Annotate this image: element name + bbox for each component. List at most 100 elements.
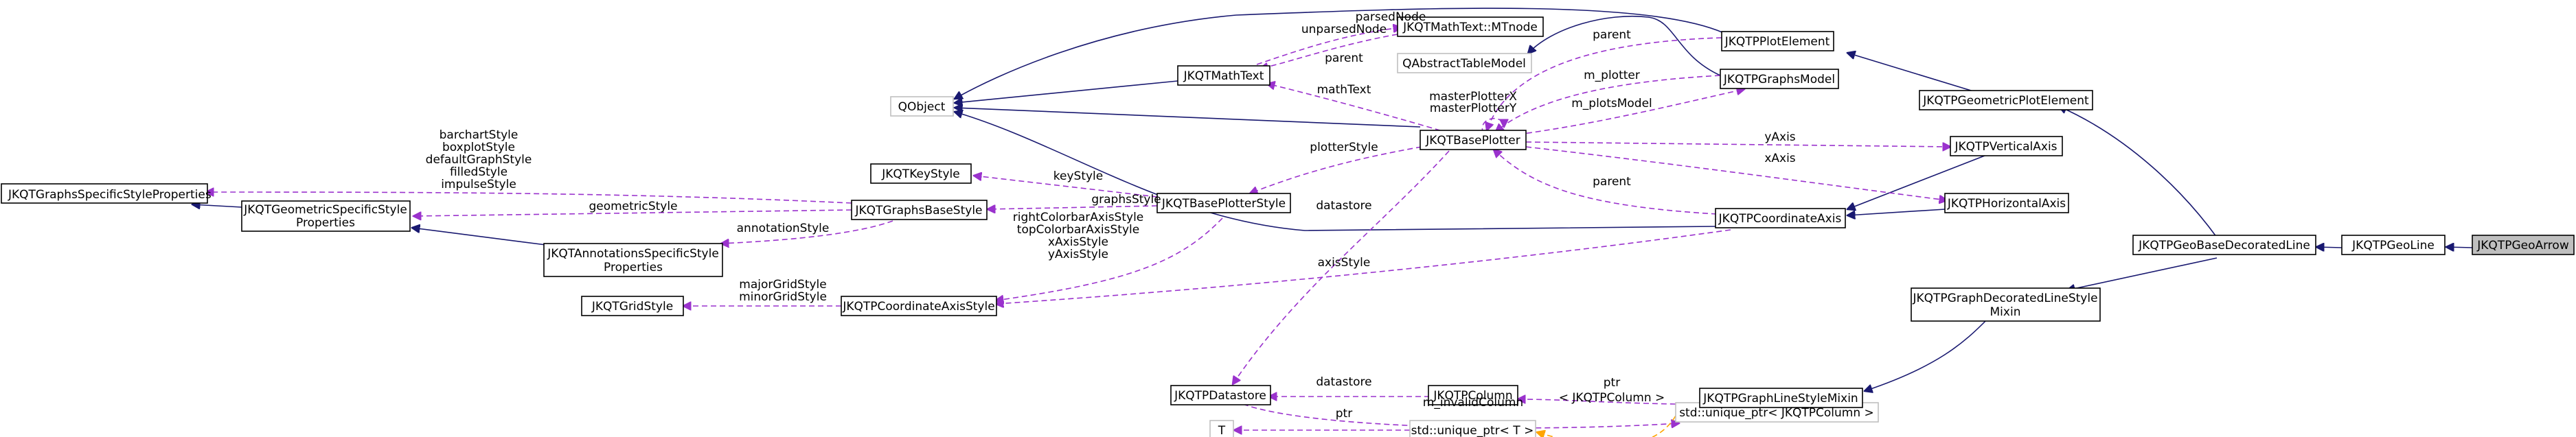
node-jkqtgraphsbasestyle[interactable]: JKQTGraphsBaseStyle <box>851 200 988 220</box>
edge-label: datastore <box>1316 375 1371 389</box>
node-jkqtpplotelement[interactable]: JKQTPPlotElement <box>1721 31 1834 51</box>
node-label: JKQTPGeoBaseDecoratedLine <box>2138 239 2310 252</box>
node-jkqtgraphsspecificstyleproperties[interactable]: JKQTGraphsSpecificStyleProperties <box>1 183 212 204</box>
edge-label: axisStyle <box>1318 256 1371 270</box>
edge-label: ptr <box>1336 407 1352 421</box>
edge-annotationsstyle-inherits-geometricstyle <box>412 228 547 246</box>
edge-label: yAxisStyle <box>1048 248 1108 261</box>
edge-verticalaxis-inherits-coordinateaxis <box>1847 154 1989 209</box>
node-t[interactable]: T <box>1209 420 1234 437</box>
node-label: JKQTPDatastore <box>1174 389 1266 403</box>
node-label-line2: Mixin <box>1990 305 2021 319</box>
edge-horizontalaxis-inherits-coordinateaxis <box>1847 209 1946 215</box>
edge-label: parent <box>1593 175 1631 189</box>
node-label: JKQTPCoordinateAxisStyle <box>842 300 994 314</box>
edge-label: xAxis <box>1764 152 1795 165</box>
node-jkqtmathtext-mtnode[interactable]: JKQTMathText::MTnode <box>1397 16 1544 37</box>
node-label: QObject <box>898 100 946 114</box>
edge-geometricstyle-inherits-graphsspecific <box>192 204 242 207</box>
edge-baseplotter-self-master <box>1481 117 1504 134</box>
edge-label: geometricStyle <box>589 200 677 213</box>
edge-label: graphsStyle <box>1091 193 1161 206</box>
node-jkqtbaseplotterstyle[interactable]: JKQTBasePlotterStyle <box>1156 193 1291 213</box>
edge-graphsbasestyle-uses-annotationsstyle <box>721 220 893 244</box>
edge-mathtext-inherits-qobject <box>955 80 1178 103</box>
node-label-line2: Properties <box>296 216 355 230</box>
edge-baseplotter-inherits-qobject <box>955 108 1421 128</box>
node-label: JKQTGraphsBaseStyle <box>854 204 982 217</box>
edge-column-template-uniqueptrcol <box>1537 415 1676 437</box>
node-jkqtpcoordinateaxis[interactable]: JKQTPCoordinateAxis <box>1715 208 1846 228</box>
edge-label: rightColorbarAxisStyle <box>1013 211 1144 224</box>
node-jkqtmathtext[interactable]: JKQTMathText <box>1177 65 1270 86</box>
edge-baseplotter-uses-mathtext <box>1267 84 1450 134</box>
node-jkqtphorizontalaxis[interactable]: JKQTPHorizontalAxis <box>1944 193 2069 213</box>
edge-graphsbasestyle-uses-geometricstyle <box>413 209 852 216</box>
edge-uniqueptrcol-uses-column <box>1518 399 1676 405</box>
node-label: JKQTPVerticalAxis <box>1954 140 2057 154</box>
edge-label: mathText <box>1317 83 1371 97</box>
node-label: JKQTMathText <box>1183 69 1264 83</box>
edge-label: barchartStyle <box>440 128 518 142</box>
node-jkqtpverticalaxis[interactable]: JKQTPVerticalAxis <box>1950 136 2063 156</box>
edge-label: keyStyle <box>1053 169 1103 183</box>
node-jkqtpdatastore[interactable]: JKQTPDatastore <box>1170 385 1271 405</box>
edge-label: parent <box>1325 51 1363 65</box>
node-std-unique-ptr-t[interactable]: std::unique_ptr< T > <box>1409 420 1536 437</box>
edge-label: annotationStyle <box>737 222 830 235</box>
node-label: JKQTPGeoLine <box>2351 239 2435 252</box>
edge-baseplotter-uses-graphsmodel <box>1517 89 1744 135</box>
edge-baseplotterstyle-uses-coordinateaxisstyle <box>996 217 1223 300</box>
node-jkqtgridstyle[interactable]: JKQTGridStyle <box>581 296 684 316</box>
node-jkqtpcoordinateaxisstyle[interactable]: JKQTPCoordinateAxisStyle <box>841 296 997 316</box>
node-jkqtpgeobasedecoratedline[interactable]: JKQTPGeoBaseDecoratedLine <box>2132 235 2316 255</box>
edge-label: m_plotsModel <box>1571 97 1652 110</box>
node-jkqtpgraphlinestylemixin[interactable]: JKQTPGraphLineStyleMixin <box>1699 388 1863 408</box>
node-jkqtkeystyle[interactable]: JKQTKeyStyle <box>870 163 972 184</box>
node-label: JKQTGraphsSpecificStyleProperties <box>8 188 212 202</box>
node-label: std::unique_ptr< JKQTPColumn > <box>1679 406 1874 420</box>
edge-coordinateaxis-inherits-qobject <box>955 112 1716 231</box>
node-label: JKQTPHorizontalAxis <box>1947 197 2066 211</box>
node-label-line1: JKQTGeometricSpecificStyle <box>243 203 407 217</box>
node-qobject[interactable]: QObject <box>890 96 954 117</box>
node-qabstracttablemodel[interactable]: QAbstractTableModel <box>1397 53 1532 73</box>
edge-coordinateaxis-uses-coordinateaxisstyle <box>996 229 1731 304</box>
edge-baseplotter-uses-baseplotterstyle <box>1250 146 1422 193</box>
node-label-line2: Properties <box>604 261 663 274</box>
node-jkqtpgraphdecoratedlinestylemixin[interactable]: JKQTPGraphDecoratedLineStyle Mixin <box>1911 287 2101 322</box>
node-label: QAbstractTableModel <box>1402 57 1526 71</box>
edge-decoratedlinestylemixin-inherits-linestylemixin <box>1865 318 1989 391</box>
edge-label: plotterStyle <box>1310 141 1378 154</box>
edge-graphsbasestyle-uses-graphsspecific <box>206 192 852 204</box>
node-label: JKQTBasePlotterStyle <box>1161 197 1286 211</box>
edge-label: ptr <box>1604 376 1620 390</box>
node-jkqtgeometricspecificstyleproperties[interactable]: JKQTGeometricSpecificStyle Properties <box>241 200 411 232</box>
edge-label: minorGridStyle <box>739 290 827 304</box>
edge-baseplotter-uses-datastore <box>1233 150 1450 384</box>
node-jkqtpgeometricplotelement[interactable]: JKQTPGeometricPlotElement <box>1919 90 2093 110</box>
node-label: JKQTBasePlotter <box>1425 134 1520 147</box>
edge-graphsmodel-inherits-qabstracttablemodel <box>1528 15 1721 76</box>
node-jkqtpgraphsmodel[interactable]: JKQTPGraphsModel <box>1720 69 1839 89</box>
node-jkqtpgeoarrow[interactable]: JKQTPGeoArrow <box>2472 235 2575 255</box>
node-jkqtannotationsspecificstyleproperties[interactable]: JKQTAnnotationsSpecificStyle Properties <box>543 243 723 277</box>
edge-label: unparsedNode <box>1301 23 1387 36</box>
edge-label: yAxis <box>1764 130 1795 144</box>
node-jkqtbaseplotter[interactable]: JKQTBasePlotter <box>1420 130 1527 150</box>
edge-plotelement-inherits-qobject <box>955 8 1724 99</box>
edge-baseplotter-uses-verticalaxis <box>1525 141 1950 147</box>
node-jkqtpcolumn[interactable]: JKQTPColumn <box>1428 385 1518 405</box>
edge-label: topColorbarAxisStyle <box>1017 223 1139 237</box>
edge-baseplotterstyle-uses-graphsbasestyle <box>988 206 1158 209</box>
edge-geobasedecoratedline-inherits-decoratedlinestylemixin <box>2067 257 2218 290</box>
node-label: JKQTPGraphsModel <box>1723 73 1835 86</box>
node-label-line1: JKQTPGraphDecoratedLineStyle <box>1912 292 2097 305</box>
node-jkqtpgeoline[interactable]: JKQTPGeoLine <box>2341 235 2446 255</box>
edge-geometricplotelement-inherits-plotelement <box>1847 53 1979 93</box>
node-label: JKQTPGeoArrow <box>2476 239 2569 252</box>
node-label: JKQTPGeometricPlotElement <box>1922 94 2089 108</box>
edge-baseplotterstyle-uses-keystyle <box>974 176 1158 198</box>
edge-graphsmodel-uses-baseplotter <box>1496 75 1721 132</box>
edge-mathtext-uses-mathtextmtnode <box>1256 27 1401 65</box>
